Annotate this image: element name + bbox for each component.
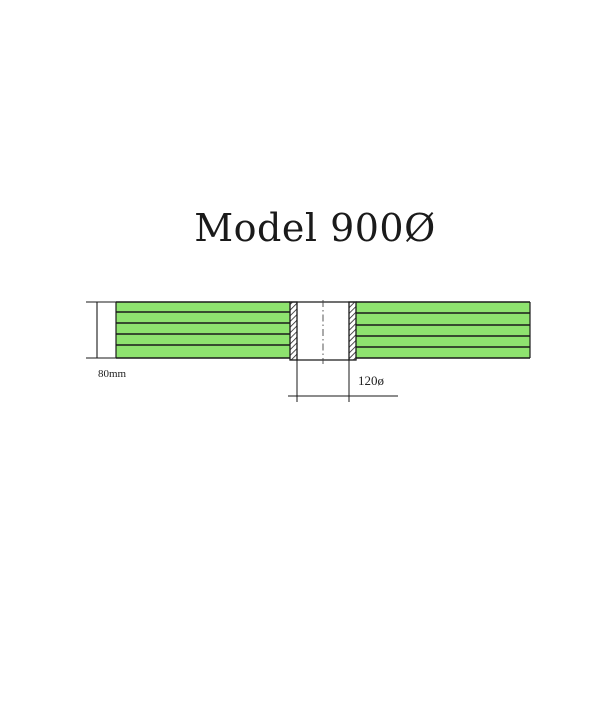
pipe-sleeve [289,300,357,364]
left-slab-fill [116,302,290,358]
diameter-label: 120ø [358,373,385,388]
diameter-dimension: 120ø [288,360,398,402]
diagram-title: Model 900Ø [194,206,436,250]
height-dimension: 80mm [86,301,127,380]
left-slab [115,301,290,359]
right-slab [356,301,531,359]
height-label: 80mm [98,368,127,380]
right-slab-fill [356,302,530,358]
pipe-wall-right [348,301,357,361]
pipe-wall-left [289,301,298,361]
